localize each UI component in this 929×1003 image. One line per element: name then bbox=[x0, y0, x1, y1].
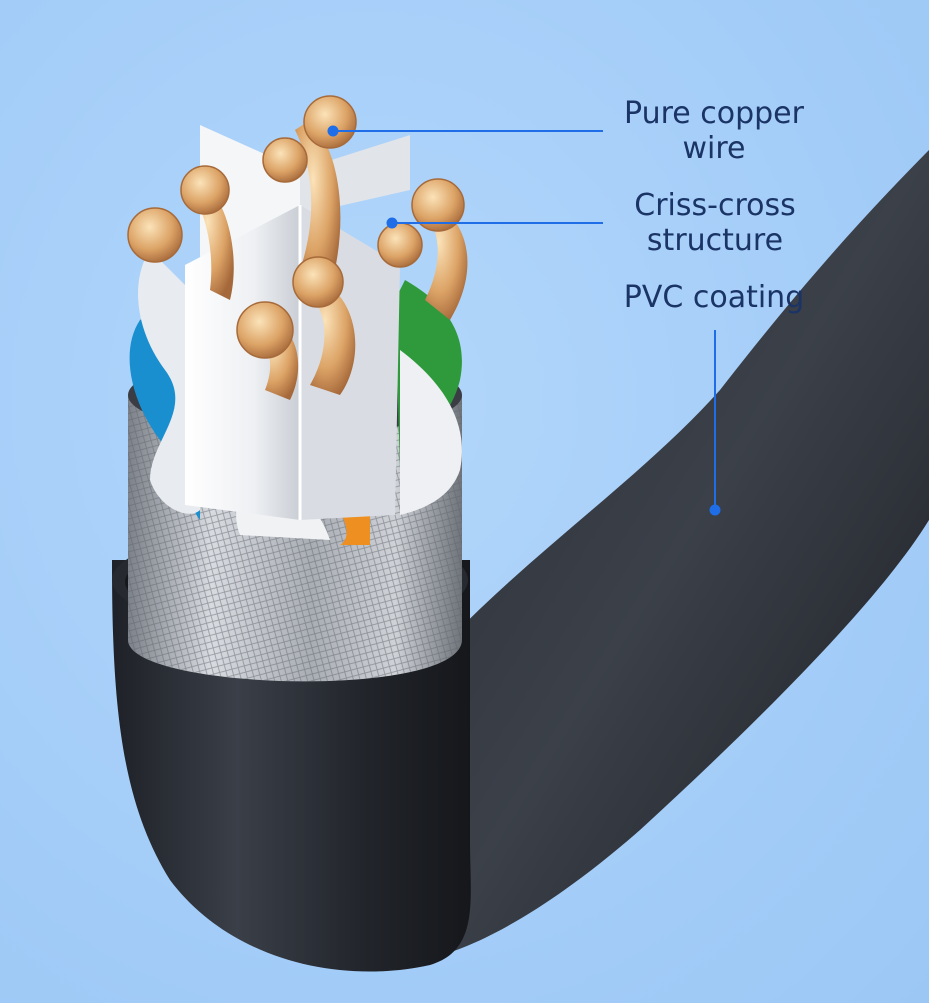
label-line: wire bbox=[682, 131, 746, 166]
label-line: structure bbox=[646, 223, 784, 258]
label-line: Criss-cross bbox=[634, 188, 796, 223]
copper-end-top bbox=[303, 95, 357, 149]
callout-dot-copper bbox=[327, 125, 339, 137]
copper-end-right bbox=[411, 178, 465, 232]
label-pure-copper-wire: Pure copper wire bbox=[596, 96, 832, 166]
copper-end-top-left bbox=[262, 137, 308, 183]
copper-end-far-left bbox=[127, 207, 183, 263]
wire-white-left bbox=[138, 250, 200, 514]
copper-strand-right bbox=[420, 200, 468, 320]
copper-end-center bbox=[292, 256, 344, 308]
jacket-tail bbox=[420, 150, 929, 960]
label-line: Pure copper bbox=[624, 96, 804, 131]
label-pvc-coating: PVC coating bbox=[596, 280, 832, 315]
copper-end-right-inner bbox=[377, 222, 423, 268]
wire-white-right bbox=[400, 350, 462, 515]
callout-dot-pvc bbox=[709, 504, 721, 516]
label-line: PVC coating bbox=[623, 280, 805, 315]
callout-dot-criss-cross bbox=[386, 217, 398, 229]
copper-end-left bbox=[180, 165, 230, 215]
label-criss-cross-structure: Criss-cross structure bbox=[600, 188, 830, 258]
copper-strand-top bbox=[295, 120, 341, 290]
copper-end-front bbox=[236, 301, 294, 359]
copper-strand-center bbox=[305, 280, 356, 395]
